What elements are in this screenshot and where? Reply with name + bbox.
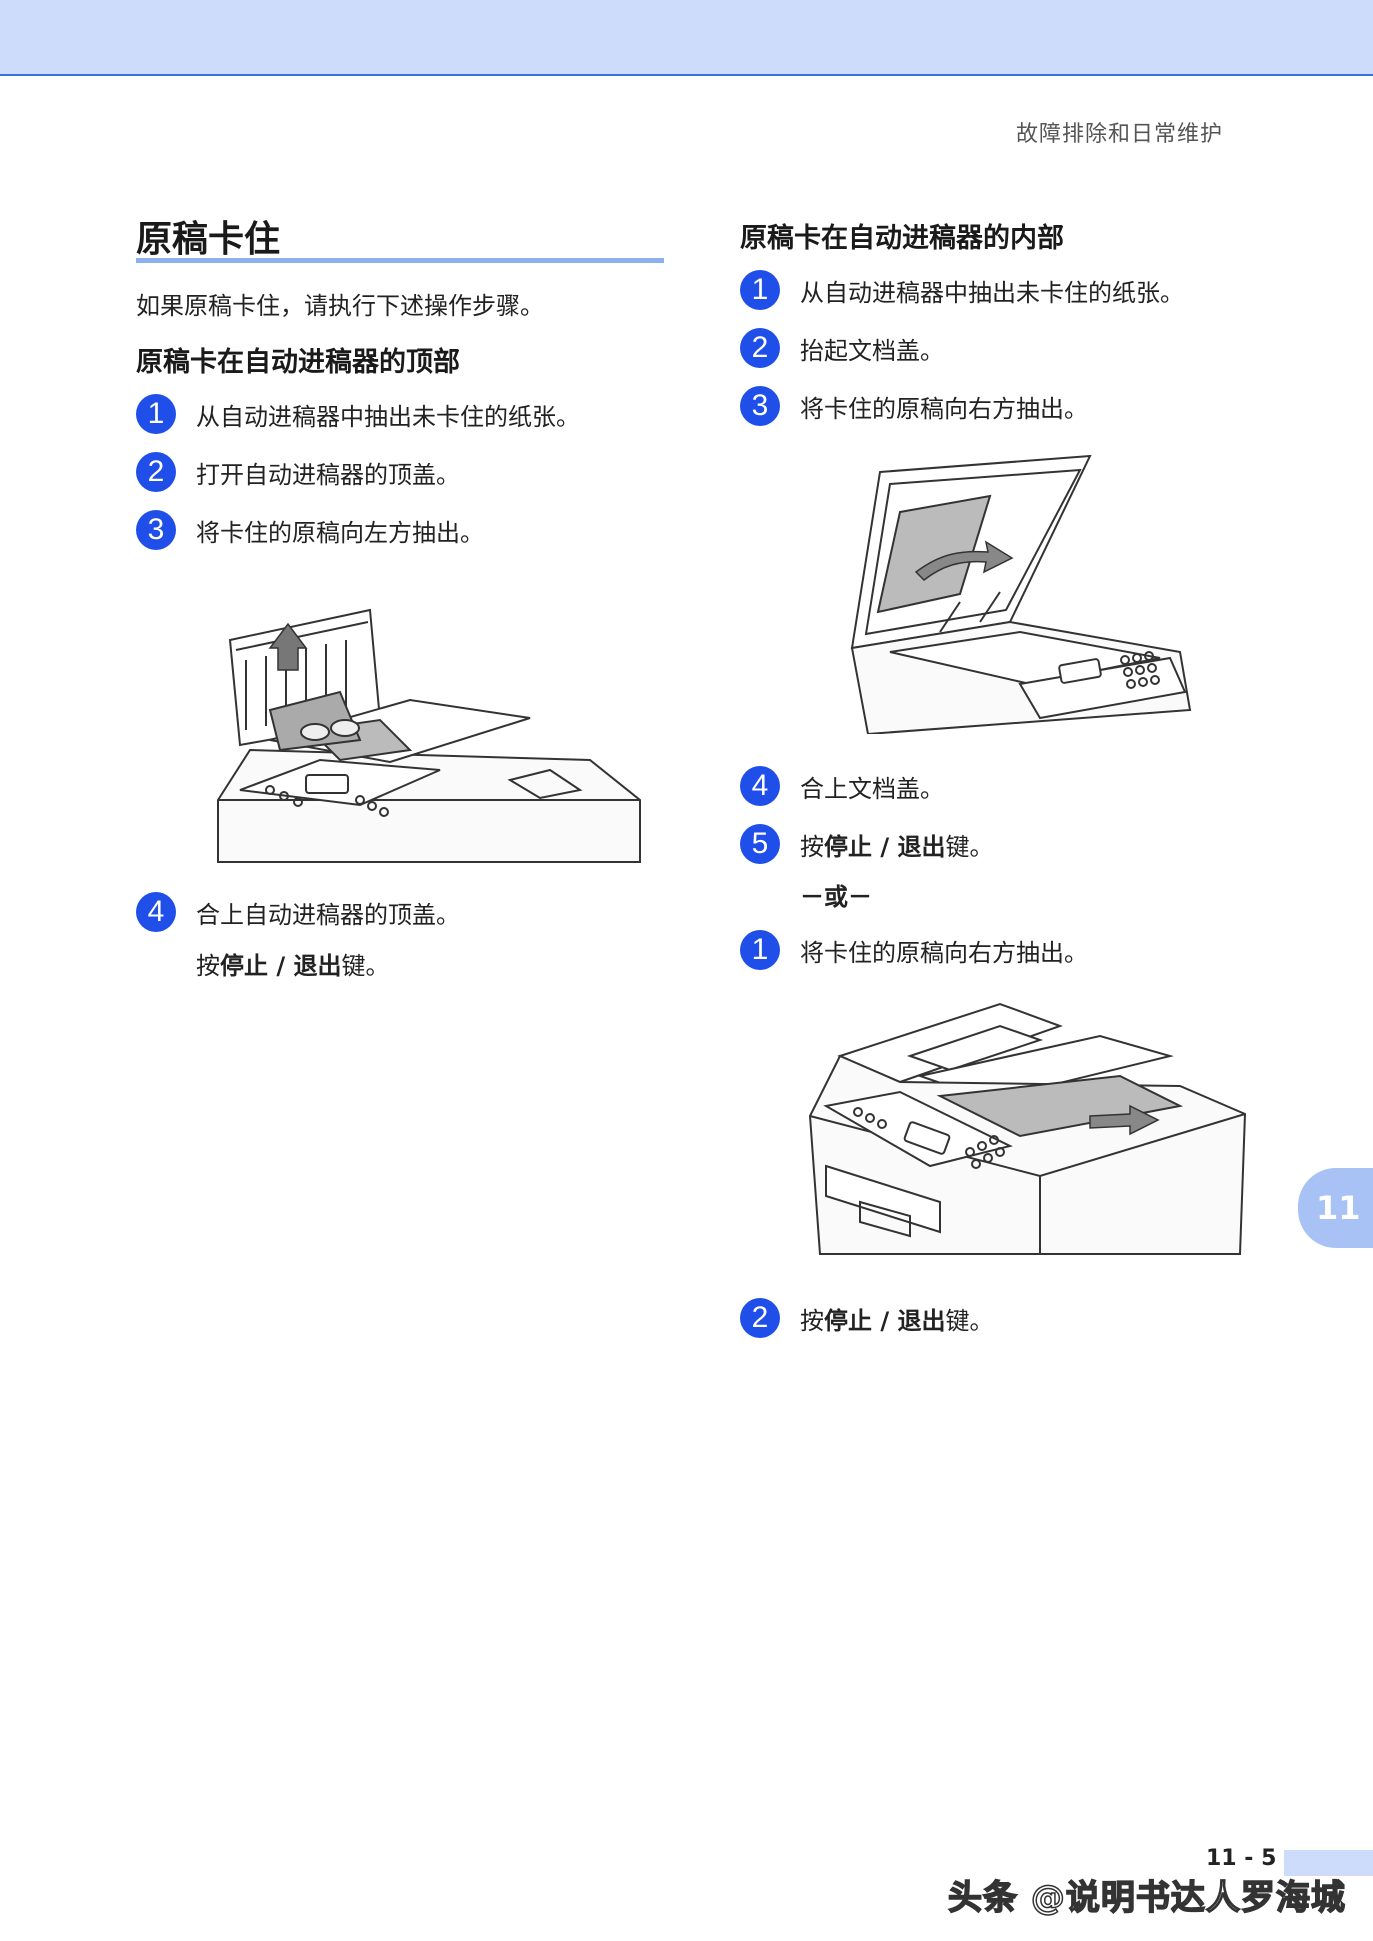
key-suffix-text: 键。 <box>945 1306 994 1335</box>
left-step-2: 2 打开自动进稿器的顶盖。 <box>136 452 460 492</box>
stop-exit-key-label: 停止 / 退出 <box>220 952 342 980</box>
step-number-badge: 4 <box>740 766 780 806</box>
intro-text: 如果原稿卡住，请执行下述操作步骤。 <box>136 292 544 320</box>
right-step-2: 2 抬起文档盖。 <box>740 328 944 368</box>
header-band <box>0 0 1373 76</box>
left-step-3: 3 将卡住的原稿向左方抽出。 <box>136 510 484 550</box>
key-suffix-text: 键。 <box>341 952 390 980</box>
step-number-badge: 3 <box>136 510 176 550</box>
step-number-badge: 2 <box>740 328 780 368</box>
left-step-1: 1 从自动进稿器中抽出未卡住的纸张。 <box>136 394 580 434</box>
watermark-text: 头条 @说明书达人罗海城 <box>947 1877 1346 1919</box>
subhead-adf-top: 原稿卡在自动进稿器的顶部 <box>136 347 460 378</box>
right-step-3: 3 将卡住的原稿向右方抽出。 <box>740 386 1088 426</box>
step-number-badge: 2 <box>740 1298 780 1338</box>
step-text: 打开自动进稿器的顶盖。 <box>196 460 460 489</box>
step-text: 将卡住的原稿向右方抽出。 <box>800 394 1088 423</box>
or-separator: －或－ <box>800 883 872 911</box>
running-head: 故障排除和日常维护 <box>1015 122 1223 147</box>
step-text: 从自动进稿器中抽出未卡住的纸张。 <box>800 278 1184 307</box>
chapter-tab: 11 <box>1298 1168 1373 1248</box>
page-number-bar <box>1284 1850 1373 1876</box>
step-text: 合上自动进稿器的顶盖。 <box>196 900 460 929</box>
stop-exit-key-label: 停止 / 退出 <box>824 1306 946 1335</box>
step-number-badge: 2 <box>136 452 176 492</box>
document-cover-lifted-illustration <box>850 454 1192 734</box>
step-text: 从自动进稿器中抽出未卡住的纸张。 <box>196 402 580 431</box>
press-text: 按 <box>196 952 220 980</box>
step-number-badge: 4 <box>136 892 176 932</box>
step-number-badge: 1 <box>136 394 176 434</box>
section-title: 原稿卡住 <box>136 219 281 260</box>
step-text: 按停止 / 退出键。 <box>800 827 993 862</box>
right-alt-step-1: 1 将卡住的原稿向右方抽出。 <box>740 930 1088 970</box>
stop-exit-key-label: 停止 / 退出 <box>824 832 946 861</box>
adf-paper-pull-right-illustration <box>808 1002 1247 1255</box>
step-text: 合上文档盖。 <box>800 774 944 803</box>
step-number-badge: 1 <box>740 930 780 970</box>
step-number-badge: 3 <box>740 386 780 426</box>
adf-top-open-illustration <box>217 608 641 863</box>
step-text: 将卡住的原稿向右方抽出。 <box>800 938 1088 967</box>
press-text: 按 <box>800 832 824 861</box>
section-title-underline <box>136 258 664 263</box>
left-step-4: 4 合上自动进稿器的顶盖。 <box>136 892 460 932</box>
right-alt-step-2: 2 按停止 / 退出键。 <box>740 1298 993 1338</box>
step-number-badge: 1 <box>740 270 780 310</box>
right-step-5: 5 按停止 / 退出键。 <box>740 824 993 864</box>
step-text: 按停止 / 退出键。 <box>800 1301 993 1336</box>
step-text: 将卡住的原稿向左方抽出。 <box>196 518 484 547</box>
left-step-4-press-key: 按停止 / 退出键。 <box>196 946 389 981</box>
right-step-1: 1 从自动进稿器中抽出未卡住的纸张。 <box>740 270 1184 310</box>
press-text: 按 <box>800 1306 824 1335</box>
subhead-adf-inside: 原稿卡在自动进稿器的内部 <box>740 223 1064 254</box>
key-suffix-text: 键。 <box>945 832 994 861</box>
right-step-4: 4 合上文档盖。 <box>740 766 944 806</box>
page-number: 11 - 5 <box>1206 1846 1277 1871</box>
step-text: 抬起文档盖。 <box>800 336 944 365</box>
step-number-badge: 5 <box>740 824 780 864</box>
